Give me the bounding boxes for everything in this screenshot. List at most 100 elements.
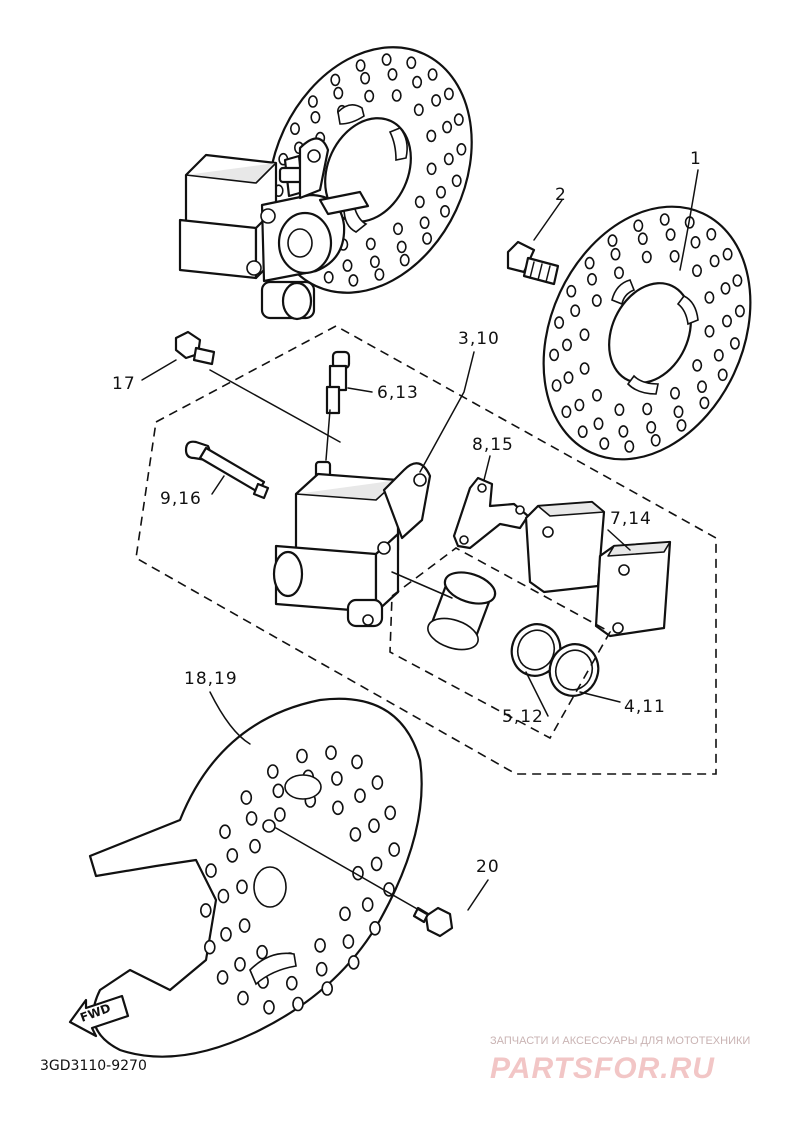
perforation-hole (586, 272, 597, 286)
perforation-hole (574, 398, 585, 412)
perforation-hole (613, 266, 624, 280)
perforation-hole (563, 371, 574, 384)
perforation-hole (256, 944, 268, 960)
callout-3-10: 3,10 (458, 329, 500, 349)
perforation-hole (650, 433, 661, 447)
piston-kit-dashed-outline (389, 547, 612, 740)
perforation-hole (691, 264, 702, 278)
perforation-hole (216, 970, 229, 985)
perforation-hole (618, 425, 629, 438)
perforation-hole (427, 68, 438, 81)
watermark-logo: PARTSFOR.RU (490, 1052, 715, 1085)
leader-lines (141, 169, 699, 915)
perforation-hole (391, 89, 402, 102)
perforation-hole (296, 748, 308, 764)
callout-9-16: 9,16 (160, 489, 202, 509)
perforation-hole (406, 56, 417, 70)
perforation-hole (354, 788, 366, 804)
perforation-hole (561, 338, 572, 352)
perforation-hole (591, 388, 602, 402)
perforation-hole (413, 103, 424, 117)
perforation-hole (234, 956, 246, 972)
perforation-hole (641, 250, 652, 264)
perforation-hole (673, 405, 684, 419)
perforation-hole (412, 75, 423, 89)
perforation-hole (370, 856, 383, 872)
perforation-hole (443, 87, 454, 101)
perforation-hole (732, 274, 743, 287)
perforation-hole (453, 113, 464, 126)
callout-4-11: 4,11 (624, 697, 666, 717)
perforation-hole (696, 380, 707, 394)
perforation-hole (331, 771, 343, 786)
perforation-hole (709, 254, 720, 268)
perforation-hole (369, 255, 380, 269)
callout-17: 17 (112, 374, 136, 394)
perforation-hole (237, 990, 249, 1006)
perforation-hole (426, 129, 437, 143)
perforation-hole (272, 783, 285, 799)
perforation-hole (665, 228, 676, 241)
perforation-hole (325, 745, 337, 761)
brake-pads-part-7-14 (524, 500, 672, 638)
drawing-code: 3GD3110-9270 (40, 1058, 147, 1074)
callout-6-13: 6,13 (377, 383, 419, 403)
perforation-hole (551, 379, 562, 392)
perforation-hole (577, 425, 588, 439)
perforation-hole (384, 805, 397, 821)
perforation-hole (729, 337, 740, 350)
perforation-hole (426, 162, 437, 176)
piston-part (427, 571, 497, 651)
perforation-hole (374, 268, 385, 281)
perforation-hole (351, 754, 363, 770)
pad-support-part-8-15 (452, 476, 530, 550)
perforation-hole (266, 764, 279, 779)
perforation-hole (414, 195, 425, 209)
perforation-hole (591, 294, 602, 307)
perforation-hole (717, 368, 728, 382)
perforation-hole (422, 232, 433, 245)
perforation-hole (236, 879, 248, 895)
bolt-part-20 (412, 906, 454, 938)
watermark: ЗАПЧАСТИ И АКСЕССУАРЫ ДЛЯ МОТОТЕХНИКИ PA… (490, 1035, 750, 1085)
perforation-hole (706, 228, 717, 241)
perforation-hole (342, 934, 355, 949)
perforation-hole (333, 86, 344, 100)
perforation-hole (570, 304, 581, 318)
perforation-hole (240, 790, 253, 805)
perforation-hole (669, 249, 680, 263)
perforation-hole (381, 53, 392, 66)
perforation-hole (330, 73, 341, 87)
perforation-hole (315, 961, 328, 977)
perforation-hole (713, 348, 724, 362)
perforation-hole (219, 824, 231, 840)
perforation-hole (204, 939, 216, 955)
perforation-hole (361, 897, 374, 912)
perforation-hole (431, 94, 442, 107)
callout-8-15: 8,15 (472, 435, 514, 455)
perforation-hole (399, 253, 410, 267)
perforation-hole (593, 417, 604, 431)
perforation-hole (238, 918, 251, 933)
perforation-hole (456, 143, 467, 156)
callout-7-14: 7,14 (610, 509, 652, 529)
perforation-hole (355, 59, 366, 72)
perforation-hole (348, 274, 359, 287)
pin-part-9-16 (184, 440, 270, 500)
perforation-hole (554, 316, 565, 329)
perforation-hole (439, 205, 450, 218)
perforation-hole (392, 222, 403, 236)
perforation-hole (307, 95, 318, 108)
perforation-hole (369, 920, 381, 936)
perforation-hole (220, 926, 232, 942)
perforation-hole (205, 863, 217, 878)
perforation-hole (579, 328, 590, 342)
perforation-hole (549, 348, 560, 362)
perforation-hole (249, 838, 261, 854)
perforation-hole (371, 775, 384, 790)
perforation-hole (310, 111, 321, 124)
perforation-hole (226, 848, 239, 863)
perforation-hole (332, 800, 344, 816)
caliper-kit-dashed-outline (135, 325, 717, 775)
